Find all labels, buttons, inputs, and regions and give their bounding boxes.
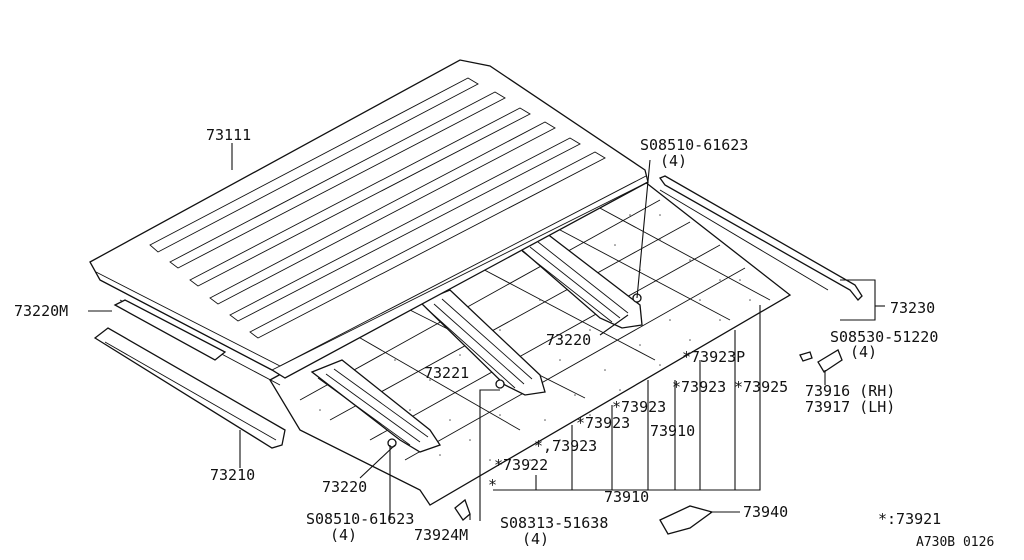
label-note-73921: *:73921: [878, 510, 941, 528]
label-73220-left: 73220: [322, 478, 367, 496]
label-73111: 73111: [206, 126, 251, 144]
label-73922: *73922: [494, 456, 548, 474]
roof-rail-73210: [93, 327, 286, 449]
label-73220-center: 73220: [546, 331, 591, 349]
roof-trim-73220M: [113, 299, 227, 361]
label-screw-08510-bottom-qty: (4): [330, 526, 357, 544]
roof-bow-73220-left: [310, 359, 442, 453]
roof-side-rail-73230: [658, 175, 863, 301]
label-73210: 73210: [210, 466, 255, 484]
label-73230: 73230: [890, 299, 935, 317]
label-screw-08530-qty: (4): [850, 343, 877, 361]
label-73910-upper: 73910: [650, 422, 695, 440]
screw-08530-icon: [799, 351, 813, 362]
label-star-mark: *: [488, 476, 497, 494]
label-73923-c: *73923: [576, 414, 630, 432]
bracket-73916-icon: [817, 349, 843, 373]
diagram-code: A730B 0126: [916, 535, 994, 550]
label-screw-08313: S08313-51638: [500, 514, 608, 532]
label-screw-08530: S08530-51220: [830, 328, 938, 346]
label-73923P: *73923P: [682, 348, 745, 366]
label-73917: 73917 (LH): [805, 398, 895, 416]
label-73220M: 73220M: [14, 302, 68, 320]
label-73923-b: *73923: [612, 398, 666, 416]
label-73925: *73925: [734, 378, 788, 396]
label-73221: 73221: [424, 364, 469, 382]
label-73940: 73940: [743, 503, 788, 521]
screw-08313-icon: [495, 379, 505, 389]
label-screw-08510-bottom: S08510-61623: [306, 510, 414, 528]
label-73916: 73916 (RH): [805, 382, 895, 400]
clip-73940-icon: [659, 505, 714, 535]
label-73923-d: *,73923: [534, 437, 597, 455]
clip-73924M-icon: [454, 498, 471, 521]
label-73910-lower: 73910: [604, 488, 649, 506]
label-screw-08510-top: S08510-61623: [640, 136, 748, 154]
label-73923-a: *73923: [672, 378, 726, 396]
roof-bow-73221: [418, 289, 546, 396]
label-screw-08510-top-qty: (4): [660, 152, 687, 170]
label-73924M: 73924M: [414, 526, 468, 544]
label-screw-08313-qty: (4): [522, 530, 549, 548]
leader-lines: [88, 143, 885, 521]
